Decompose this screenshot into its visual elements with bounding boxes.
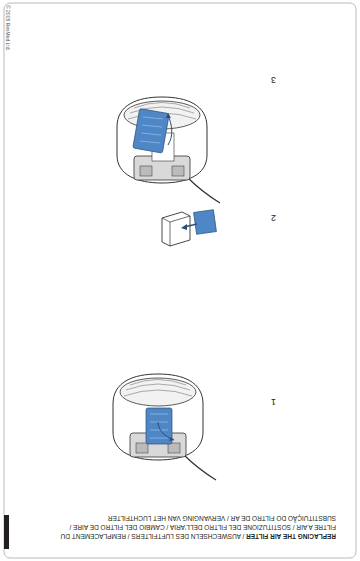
title: REPLACING THE AIR FILTER xyxy=(246,533,336,540)
step-number: 2 xyxy=(271,213,276,223)
step-number: 3 xyxy=(271,75,276,85)
device-step3 xyxy=(117,97,220,203)
device-step1 xyxy=(113,374,216,480)
filter-step2 xyxy=(162,210,216,246)
copyright: © 2005 ResMed Ltd. xyxy=(5,5,11,51)
section-tab xyxy=(4,515,9,549)
page-frame xyxy=(4,3,356,558)
title-block: REPLACING THE AIR FILTER / AUSWECHSELN D… xyxy=(51,514,336,541)
step-number: 1 xyxy=(271,397,276,407)
